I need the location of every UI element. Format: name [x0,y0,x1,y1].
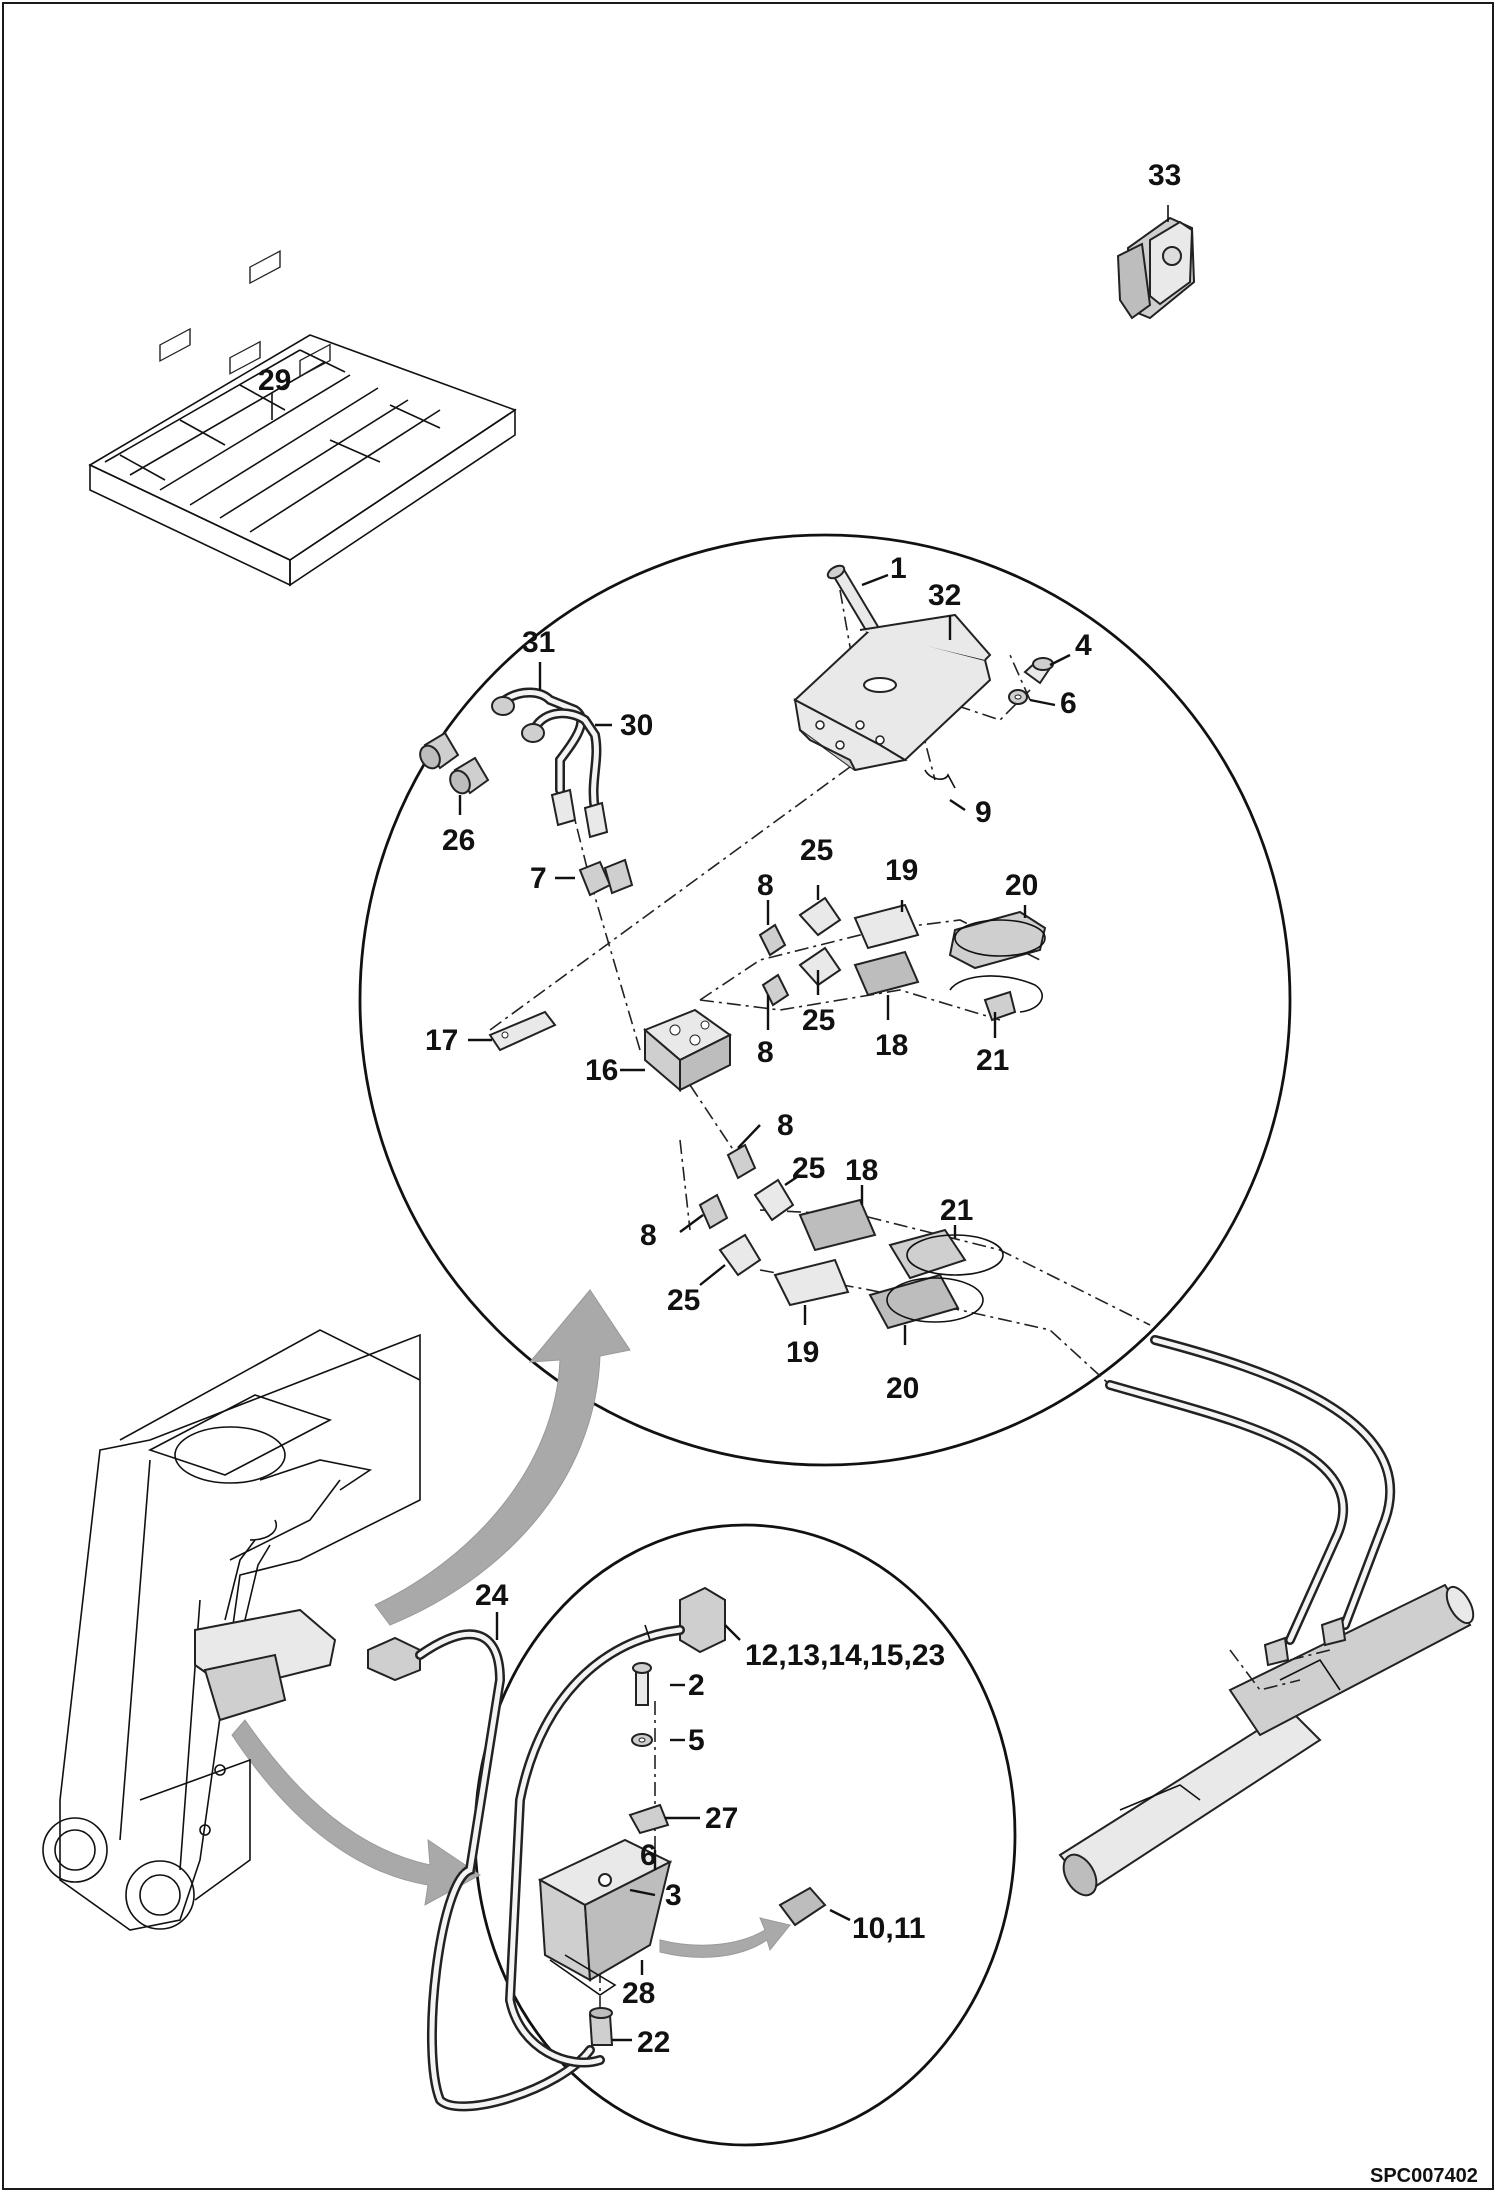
part-22-connector [588,2007,614,2046]
part-9-clip [924,769,956,789]
part-6-washer [1008,689,1028,705]
part-29-decal-sheet [88,250,517,587]
lower-coupling-group [698,1143,1004,1330]
callout-30: 30 [620,709,653,742]
callout-32: 32 [928,579,961,612]
drawing-reference-number: SPC007402 [1370,2165,1478,2187]
callout-28: 28 [622,1977,655,2010]
callout-8-b: 8 [757,1036,774,1069]
callout-9: 9 [975,796,992,829]
callout-19-a: 19 [885,854,918,887]
callout-3: 3 [665,1879,682,1912]
upper-coupling-group [758,896,1047,1022]
part-16-valve-block [643,1008,732,1093]
callout-8-c: 8 [777,1109,794,1142]
part-10-harness-plug [778,1886,827,1927]
callout-31: 31 [522,626,555,659]
callout-16: 16 [585,1054,618,1087]
part-5-washer [631,1733,653,1747]
callout-labels: 1 32 4 6 9 31 30 26 7 8 25 19 20 17 16 8… [258,159,1478,2187]
callout-27: 27 [705,1802,738,1835]
callout-17: 17 [425,1024,458,1057]
machine-boom [42,1329,421,1931]
callout-26: 26 [442,824,475,857]
callout-10-11: 10,11 [852,1912,925,1945]
callout-22: 22 [637,2026,670,2059]
callout-25-c: 25 [792,1152,825,1185]
callout-33: 33 [1148,159,1181,192]
callout-21-a: 21 [976,1044,1009,1077]
part-33-switch [1116,205,1196,320]
callout-18-b: 18 [845,1154,878,1187]
part-7-unions [578,858,634,897]
callout-25-a: 25 [800,834,833,867]
part-32-bracket [793,613,992,772]
part-4-screw [1023,657,1054,685]
callout-29: 29 [258,364,291,397]
callout-18-a: 18 [875,1029,908,1062]
part-26-fittings [419,731,490,795]
callout-8-a: 8 [757,869,774,902]
pointer-arrow-harness [659,1917,791,1958]
callout-4: 4 [1075,629,1092,662]
callout-25-b: 25 [802,1004,835,1037]
part-1-bolt [826,564,882,639]
pointer-arrow-electrical [231,1719,481,1906]
part-27-clip [628,1803,670,1835]
part-2-screw [632,1662,652,1706]
part-12-connector [504,1586,726,2068]
callout-24: 24 [475,1579,509,1612]
detail-circle-main [358,533,1292,1467]
callout-25-d: 25 [667,1284,700,1317]
part-31-30-pipes [491,687,609,839]
callout-20-a: 20 [1005,869,1038,902]
callout-21-b: 21 [940,1194,973,1227]
callout-7: 7 [530,862,547,895]
callout-8-d: 8 [640,1219,657,1252]
callout-19-b: 19 [786,1336,819,1369]
callout-20-b: 20 [886,1372,919,1405]
callout-5: 5 [688,1724,705,1757]
leader-lines [458,573,1071,2042]
hydraulic-cylinder-assembly [1058,1335,1475,1897]
callout-12-13-14-15-23: 12,13,14,15,23 [745,1639,945,1672]
callout-6: 6 [1060,687,1077,720]
part-24-harness-on-boom [367,1629,595,2112]
callout-6-b: 6 [640,1839,657,1872]
pointer-arrow-main [374,1289,631,1626]
part-3-relay-box [537,1838,673,1996]
part-17-plate [488,1010,557,1052]
callout-1: 1 [890,552,907,585]
callout-2: 2 [688,1669,705,1702]
